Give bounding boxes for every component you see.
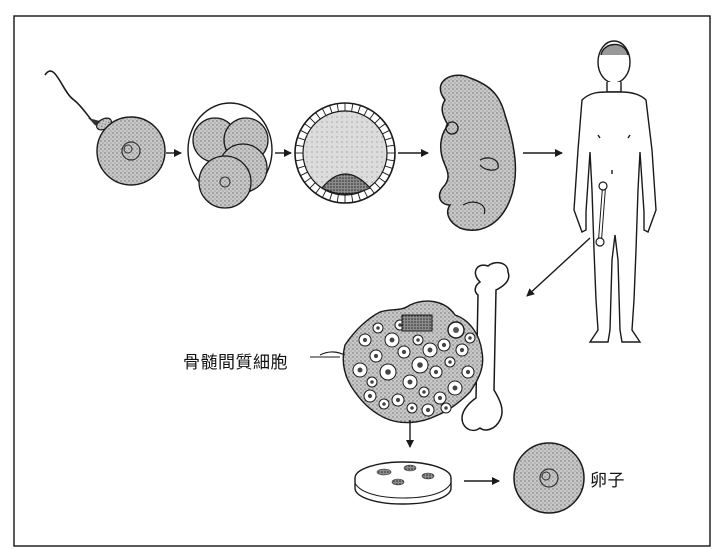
marrow-cell-nucleus xyxy=(448,360,452,364)
marrow-cell-nucleus xyxy=(444,406,448,410)
marrow-cell-nucleus xyxy=(417,362,423,368)
marrow-cell-nucleus xyxy=(466,370,470,374)
marrow-cell-nucleus xyxy=(374,354,378,358)
marrow-cell-nucleus xyxy=(428,348,433,353)
arrow-5 xyxy=(527,238,590,296)
marrow-cell-nucleus xyxy=(370,380,374,384)
label-bone-marrow-stromal-cells: 骨髄間質細胞 xyxy=(183,348,288,373)
marrow-cell-nucleus xyxy=(363,338,367,342)
marrow-cell-nucleus xyxy=(410,406,414,410)
marrow-cell-nucleus xyxy=(438,396,442,400)
marrow-cell-nucleus xyxy=(390,338,395,343)
marrow-cell-nucleus xyxy=(396,398,400,402)
cleavage-stage xyxy=(188,103,272,208)
marrow-cell-nucleus xyxy=(358,368,363,373)
marrow-cell-nucleus xyxy=(368,394,372,398)
marrow-cell-nucleus xyxy=(442,343,446,347)
marrow-cell-nucleus xyxy=(385,369,391,375)
marrow-cell-nucleus xyxy=(460,348,464,352)
embryo-stage xyxy=(440,75,516,230)
bone-marrow-stroma-tissue xyxy=(320,301,483,422)
marrow-cell-nucleus xyxy=(398,323,402,327)
marrow-cell-nucleus xyxy=(382,402,386,406)
marrow-cell-nucleus xyxy=(434,370,438,374)
marrow-cell-nucleus xyxy=(422,390,426,394)
fertilization-stage xyxy=(45,71,165,185)
marrow-cell-nucleus xyxy=(426,408,430,412)
marrow-cell-nucleus xyxy=(402,350,406,354)
marrow-cell-nucleus xyxy=(453,386,458,391)
blastocyst-stage xyxy=(295,103,395,203)
marrow-cell-nucleus xyxy=(468,336,472,340)
culture-dish xyxy=(355,462,451,504)
marrow-cell-nucleus xyxy=(416,338,420,342)
adult-human-figure xyxy=(574,41,656,342)
label-egg: 卵子 xyxy=(590,466,625,491)
marrow-cell-nucleus xyxy=(408,380,413,385)
marrow-cell-nucleus xyxy=(376,326,380,330)
egg-cell xyxy=(514,443,584,513)
